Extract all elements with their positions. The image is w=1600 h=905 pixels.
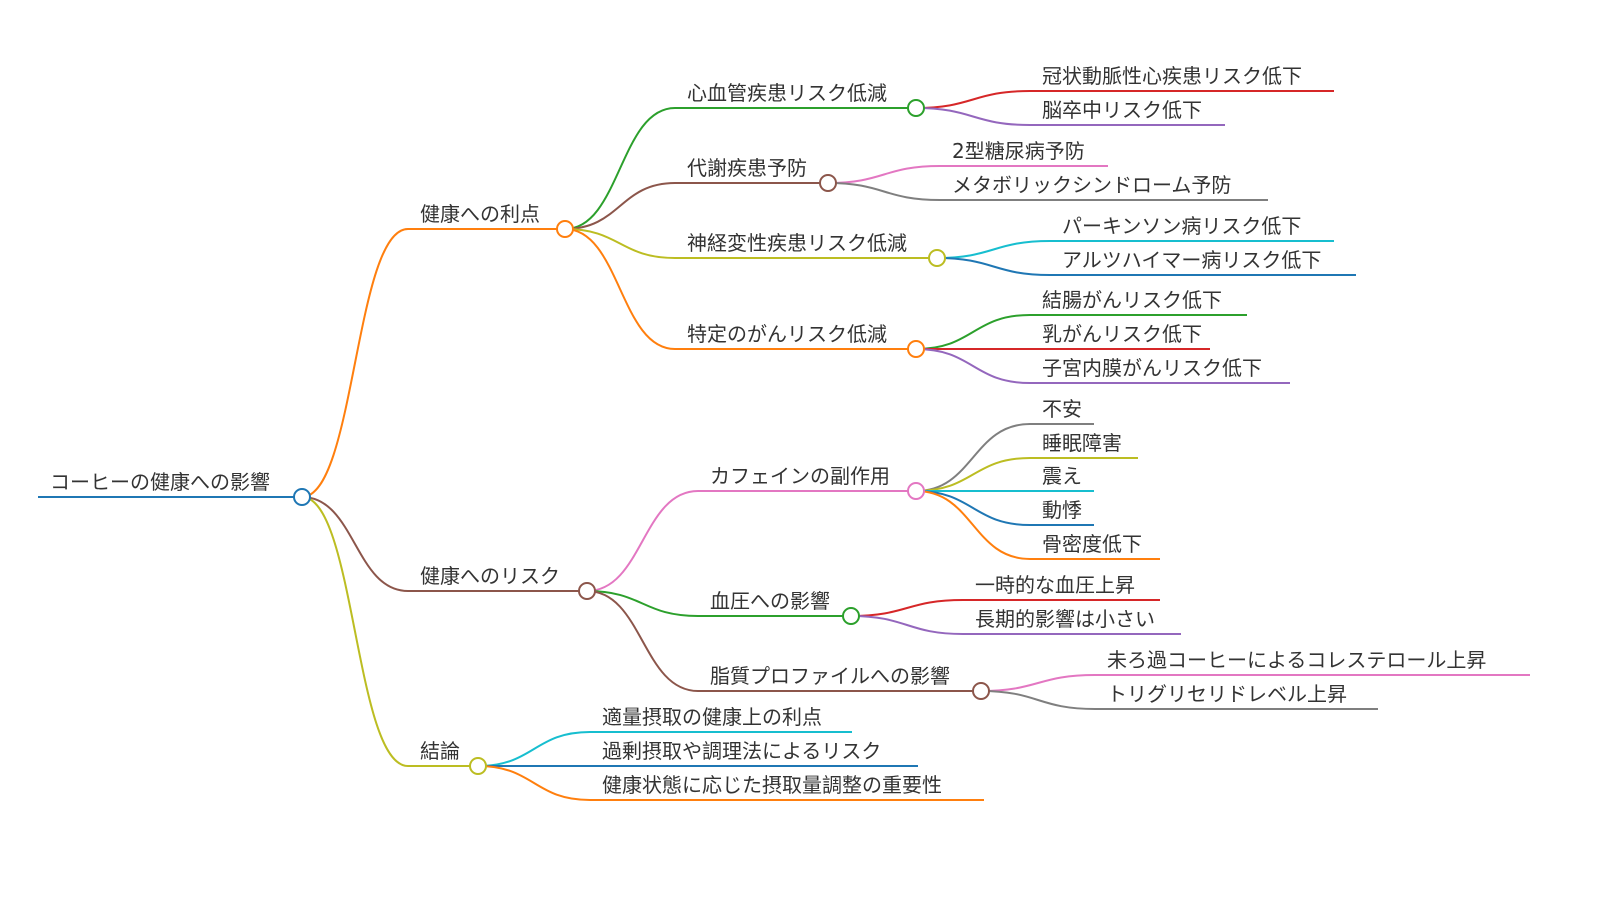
branch-1-child-0-leaf-4-label[interactable]: 骨密度低下 bbox=[1042, 532, 1142, 556]
branch-1-child-0-label[interactable]: カフェインの副作用 bbox=[710, 464, 890, 488]
branch-2-circle[interactable] bbox=[469, 757, 487, 775]
mindmap-underlines bbox=[38, 90, 1530, 801]
branch-1-label[interactable]: 健康へのリスク bbox=[420, 564, 560, 588]
branch-1-circle[interactable] bbox=[578, 582, 596, 600]
branch-0-child-0-leaf-0-label[interactable]: 冠状動脈性心疾患リスク低下 bbox=[1042, 64, 1302, 88]
mindmap-circles bbox=[293, 99, 990, 775]
edge-root-branch-2 bbox=[301, 496, 409, 767]
branch-1-child-0-leaf-3-label[interactable]: 動悸 bbox=[1042, 498, 1082, 522]
edge-branch-0-child-1 bbox=[564, 182, 676, 230]
branch-0-label[interactable]: 健康への利点 bbox=[420, 202, 540, 226]
edge-branch-2-child-0 bbox=[477, 731, 591, 767]
branch-0-child-3-leaf-2-label[interactable]: 子宮内膜がんリスク低下 bbox=[1042, 356, 1262, 380]
branch-1-child-0-leaf-2-label[interactable]: 震え bbox=[1042, 464, 1082, 488]
branch-0-child-2-circle[interactable] bbox=[928, 249, 946, 267]
branch-1-child-1-circle[interactable] bbox=[842, 607, 860, 625]
branch-0-child-2-leaf-0-label[interactable]: パーキンソン病リスク低下 bbox=[1062, 214, 1301, 238]
edge-branch-1-child-2-leaf-1 bbox=[980, 690, 1096, 710]
edge-branch-0-child-2 bbox=[564, 228, 676, 259]
branch-1-child-1-leaf-1-label[interactable]: 長期的影響は小さい bbox=[975, 607, 1155, 631]
edge-branch-2-child-2 bbox=[477, 765, 591, 801]
edge-branch-1-child-0-leaf-4 bbox=[915, 490, 1031, 560]
branch-1-child-0-circle[interactable] bbox=[907, 482, 925, 500]
edge-branch-0-child-3-leaf-0 bbox=[915, 314, 1031, 350]
edge-branch-0-child-0-leaf-1 bbox=[915, 107, 1031, 126]
edge-branch-0-child-0 bbox=[564, 107, 676, 230]
branch-0-child-3-leaf-0-label[interactable]: 結腸がんリスク低下 bbox=[1042, 288, 1222, 312]
mindmap-edges bbox=[301, 90, 1096, 801]
branch-1-child-1-leaf-0-label[interactable]: 一時的な血圧上昇 bbox=[975, 573, 1135, 597]
branch-0-child-0-label[interactable]: 心血管疾患リスク低減 bbox=[687, 81, 887, 105]
branch-2-label[interactable]: 結論 bbox=[420, 739, 460, 763]
branch-1-child-2-leaf-1-label[interactable]: トリグリセリドレベル上昇 bbox=[1107, 682, 1347, 706]
edge-branch-0-child-0-leaf-0 bbox=[915, 90, 1031, 109]
branch-2-child-0-label[interactable]: 適量摂取の健康上の利点 bbox=[602, 705, 822, 729]
branch-1-child-0-leaf-0-label[interactable]: 不安 bbox=[1042, 397, 1082, 421]
mindmap-labels: コーヒーの健康への影響 健康への利点 心血管疾患リスク低減 冠状動脈性心疾患リスク低下… bbox=[50, 64, 1486, 797]
edge-branch-1-child-0-leaf-0 bbox=[915, 423, 1031, 492]
edge-branch-1-child-0 bbox=[586, 490, 699, 592]
branch-0-child-1-leaf-1-label[interactable]: メタボリックシンドローム予防 bbox=[952, 173, 1231, 197]
root-node-circle[interactable] bbox=[293, 488, 311, 506]
branch-1-child-0-leaf-1-label[interactable]: 睡眠障害 bbox=[1042, 431, 1122, 455]
branch-0-child-2-label[interactable]: 神経変性疾患リスク低減 bbox=[687, 231, 907, 255]
branch-2-child-2-label[interactable]: 健康状態に応じた摂取量調整の重要性 bbox=[602, 773, 942, 797]
branch-1-child-2-leaf-0-label[interactable]: 未ろ過コーヒーによるコレステロール上昇 bbox=[1107, 648, 1486, 672]
branch-0-child-1-leaf-0-label[interactable]: 2型糖尿病予防 bbox=[952, 139, 1085, 163]
edge-branch-0-child-2-leaf-1 bbox=[936, 257, 1051, 276]
edge-branch-0-child-3 bbox=[564, 228, 676, 350]
edge-branch-1-child-0-leaf-3 bbox=[915, 490, 1031, 526]
branch-0-child-3-leaf-1-label[interactable]: 乳がんリスク低下 bbox=[1042, 322, 1202, 346]
edge-branch-1-child-1-leaf-1 bbox=[850, 615, 964, 635]
branch-1-child-2-circle[interactable] bbox=[972, 682, 990, 700]
branch-0-child-1-circle[interactable] bbox=[819, 174, 837, 192]
branch-1-child-2-label[interactable]: 脂質プロファイルへの影響 bbox=[710, 664, 950, 688]
branch-1-child-1-label[interactable]: 血圧への影響 bbox=[710, 589, 830, 613]
edge-branch-0-child-3-leaf-2 bbox=[915, 348, 1031, 384]
edge-root-branch-0 bbox=[301, 228, 409, 498]
branch-0-child-0-leaf-1-label[interactable]: 脳卒中リスク低下 bbox=[1042, 98, 1202, 122]
branch-0-child-3-label[interactable]: 特定のがんリスク低減 bbox=[687, 322, 887, 346]
edge-branch-1-child-2 bbox=[586, 590, 699, 692]
edge-branch-0-child-1-leaf-1 bbox=[827, 182, 941, 201]
edge-branch-0-child-2-leaf-0 bbox=[936, 240, 1051, 259]
branch-0-child-3-circle[interactable] bbox=[907, 340, 925, 358]
branch-0-child-2-leaf-1-label[interactable]: アルツハイマー病リスク低下 bbox=[1062, 248, 1321, 272]
branch-0-child-1-label[interactable]: 代謝疾患予防 bbox=[687, 156, 807, 180]
edge-root-branch-1 bbox=[301, 496, 409, 592]
branch-2-child-1-label[interactable]: 過剰摂取や調理法によるリスク bbox=[602, 739, 881, 763]
branch-0-circle[interactable] bbox=[556, 220, 574, 238]
root-node-label[interactable]: コーヒーの健康への影響 bbox=[50, 470, 270, 494]
edge-branch-1-child-2-leaf-0 bbox=[980, 674, 1096, 692]
branch-0-child-0-circle[interactable] bbox=[907, 99, 925, 117]
edge-branch-1-child-0-leaf-1 bbox=[915, 457, 1031, 492]
edge-branch-1-child-1 bbox=[586, 590, 699, 617]
edge-branch-0-child-1-leaf-0 bbox=[827, 165, 941, 184]
edge-branch-1-child-1-leaf-0 bbox=[850, 599, 964, 617]
